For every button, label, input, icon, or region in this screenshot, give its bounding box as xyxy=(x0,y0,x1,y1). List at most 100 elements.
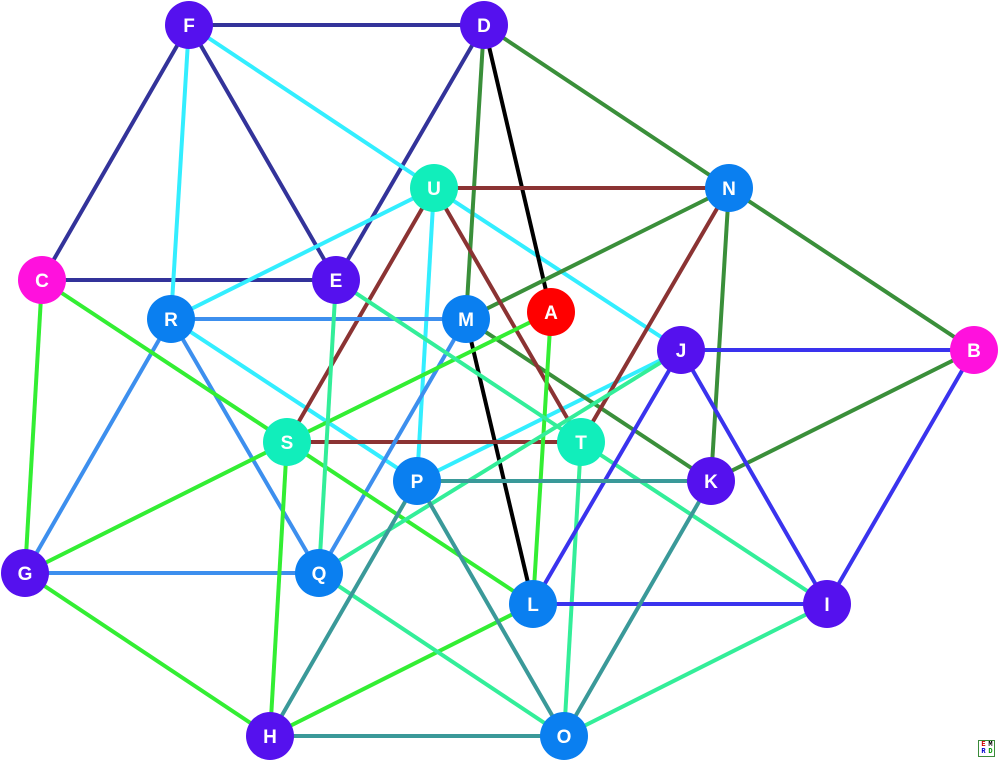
edge-n-t xyxy=(579,186,731,444)
node-circle[interactable] xyxy=(687,457,735,505)
edge-b-k xyxy=(710,348,975,483)
edge-s-h xyxy=(268,441,289,737)
node-c[interactable]: C xyxy=(18,256,66,304)
edge-a-l xyxy=(531,311,553,605)
node-circle[interactable] xyxy=(950,326,998,374)
edge-p-h xyxy=(268,480,419,737)
edge-r-g xyxy=(23,318,173,574)
node-t[interactable]: T xyxy=(557,418,605,466)
edge-d-a xyxy=(482,24,553,313)
node-circle[interactable] xyxy=(263,418,311,466)
node-circle[interactable] xyxy=(460,1,508,49)
node-circle[interactable] xyxy=(410,164,458,212)
node-i[interactable]: I xyxy=(803,580,851,628)
node-label: F xyxy=(183,16,195,37)
node-m[interactable]: M xyxy=(442,295,490,343)
node-b[interactable]: B xyxy=(950,326,998,374)
node-p[interactable]: P xyxy=(393,457,441,505)
edge-u-p xyxy=(415,187,436,482)
node-circle[interactable] xyxy=(393,457,441,505)
edge-m-q xyxy=(317,317,468,575)
node-label: R xyxy=(164,310,178,331)
edge-f-e xyxy=(187,24,338,281)
edge-s-g xyxy=(24,440,288,575)
node-label: Q xyxy=(312,564,327,585)
logo-letter: R xyxy=(981,748,986,756)
edge-u-s xyxy=(285,186,436,444)
node-label: G xyxy=(18,564,33,585)
node-d[interactable]: D xyxy=(460,1,508,49)
node-circle[interactable] xyxy=(540,712,588,760)
node-r[interactable]: R xyxy=(147,295,195,343)
node-label: N xyxy=(722,179,736,200)
node-g[interactable]: G xyxy=(1,549,49,597)
edge-q-j xyxy=(317,348,683,575)
node-circle[interactable] xyxy=(312,256,360,304)
node-l[interactable]: L xyxy=(509,580,557,628)
node-label: E xyxy=(330,271,343,292)
edge-u-t xyxy=(432,186,583,444)
node-circle[interactable] xyxy=(295,549,343,597)
node-circle[interactable] xyxy=(1,549,49,597)
node-circle[interactable] xyxy=(509,580,557,628)
logo-letter: D xyxy=(988,748,993,756)
edge-p-o xyxy=(415,480,566,737)
edge-f-r xyxy=(169,24,191,320)
node-label: O xyxy=(557,727,572,748)
node-o[interactable]: O xyxy=(540,712,588,760)
edge-a-s xyxy=(286,310,552,444)
node-circle[interactable] xyxy=(147,295,195,343)
node-q[interactable]: Q xyxy=(295,549,343,597)
node-a[interactable]: A xyxy=(527,288,575,336)
edge-b-i xyxy=(825,348,976,606)
node-u[interactable]: U xyxy=(410,164,458,212)
edge-u-j xyxy=(432,186,683,352)
edge-g-h xyxy=(23,571,272,738)
edge-r-p xyxy=(169,317,419,483)
edge-m-k xyxy=(464,317,713,483)
edge-j-l xyxy=(531,348,683,606)
node-label: H xyxy=(263,727,277,748)
node-circle[interactable] xyxy=(246,712,294,760)
node-label: P xyxy=(411,472,424,493)
node-circle[interactable] xyxy=(527,288,575,336)
node-circle[interactable] xyxy=(705,164,753,212)
node-s[interactable]: S xyxy=(263,418,311,466)
app-logo: E M R D xyxy=(978,740,995,757)
node-label: M xyxy=(458,310,474,331)
node-circle[interactable] xyxy=(803,580,851,628)
edge-c-g xyxy=(23,279,44,574)
node-j[interactable]: J xyxy=(657,326,705,374)
edge-j-i xyxy=(679,349,829,605)
node-label: B xyxy=(967,341,981,362)
node-n[interactable]: N xyxy=(705,164,753,212)
edge-n-k xyxy=(709,187,731,482)
edges-layer xyxy=(23,23,976,738)
node-circle[interactable] xyxy=(657,326,705,374)
node-label: U xyxy=(427,179,441,200)
node-label: J xyxy=(676,341,687,362)
edge-n-m xyxy=(465,186,730,321)
edge-k-o xyxy=(562,480,713,737)
node-circle[interactable] xyxy=(165,1,213,49)
node-label: S xyxy=(281,433,294,454)
edge-d-n xyxy=(482,23,731,190)
edge-n-b xyxy=(727,186,976,352)
node-h[interactable]: H xyxy=(246,712,294,760)
edge-d-e xyxy=(334,23,486,282)
node-label: L xyxy=(527,595,539,616)
node-circle[interactable] xyxy=(442,295,490,343)
node-circle[interactable] xyxy=(18,256,66,304)
logo-letter: M xyxy=(988,741,993,749)
node-k[interactable]: K xyxy=(687,457,735,505)
edge-o-i xyxy=(563,602,828,738)
node-label: K xyxy=(704,472,718,493)
node-label: A xyxy=(544,303,558,324)
edge-e-t xyxy=(334,278,583,444)
node-circle[interactable] xyxy=(557,418,605,466)
edge-q-o xyxy=(317,571,566,738)
node-f[interactable]: F xyxy=(165,1,213,49)
node-e[interactable]: E xyxy=(312,256,360,304)
